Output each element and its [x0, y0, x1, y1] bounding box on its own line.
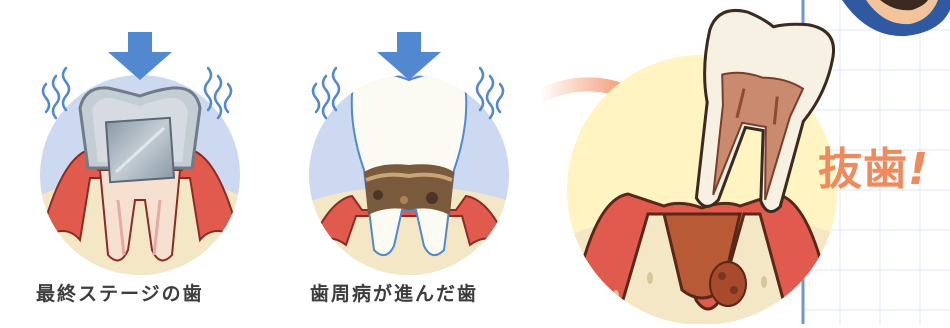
panel-periodontal	[300, 32, 520, 290]
caption-final-stage: 最終ステージの歯	[36, 279, 204, 306]
caption-periodontal: 歯周病が進んだ歯	[310, 279, 478, 306]
extraction-label-text: 抜歯	[818, 144, 908, 195]
panel-final-stage	[30, 32, 250, 290]
pressure-arrow-icon	[108, 32, 172, 80]
pressure-arrow-icon	[377, 32, 441, 80]
extraction-label: 抜歯!	[818, 133, 929, 197]
exclamation-icon: !	[908, 144, 929, 195]
